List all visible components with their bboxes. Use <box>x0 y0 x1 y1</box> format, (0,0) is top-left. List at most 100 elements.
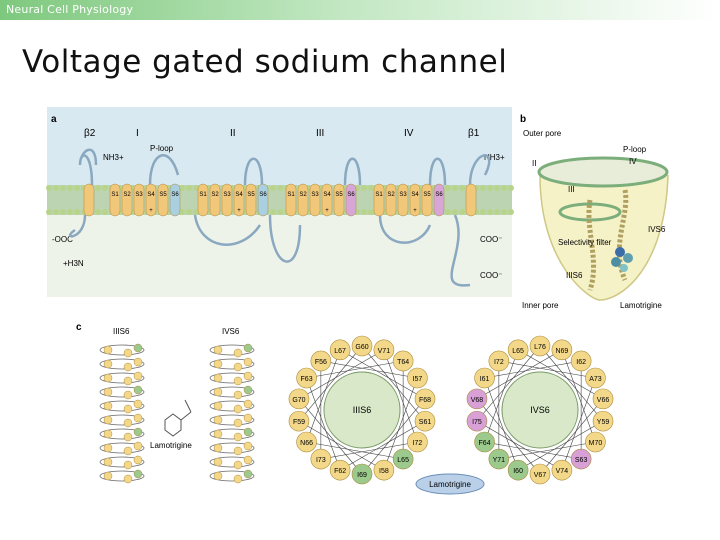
helix-residue <box>213 387 223 397</box>
helix-residue <box>243 413 253 423</box>
segment-label: S5 <box>423 192 431 198</box>
ivs6-label-b: IVS6 <box>648 225 666 234</box>
wheel-residue-label: F62 <box>334 468 346 475</box>
segment-bar <box>385 183 397 217</box>
wheel-residue-label: V68 <box>471 397 484 404</box>
segment-label: S1 <box>111 192 119 198</box>
helix-residue <box>103 429 113 439</box>
s4-charges: + <box>149 208 153 214</box>
lipid-head <box>179 209 185 215</box>
wheel-residue-label: I61 <box>480 376 490 383</box>
segment-bar <box>197 183 209 217</box>
lipid-head <box>445 185 451 191</box>
lipid-head <box>480 185 486 191</box>
wheel-residue-label: F56 <box>315 359 327 366</box>
segment-bar <box>297 183 309 217</box>
wheel-residue <box>507 459 529 481</box>
wheel-center-label: IIIS6 <box>353 405 372 415</box>
domain-label-b2: β2 <box>84 128 96 139</box>
wheel-residue <box>570 448 592 470</box>
helix-residue <box>213 429 223 439</box>
lipid-head <box>74 209 80 215</box>
beta1-segment <box>465 183 477 217</box>
helix-residue <box>123 404 133 414</box>
segment-bar <box>157 183 169 217</box>
helix-residue <box>213 415 223 425</box>
wheel-residue-label: N69 <box>555 348 568 355</box>
wheel-residue <box>529 463 551 485</box>
segment-label: S1 <box>199 192 207 198</box>
helix-residue <box>123 432 133 442</box>
outer-pore-label: Outer pore <box>523 129 562 138</box>
wheel-residue-label: L65 <box>512 348 524 355</box>
wheel-residue <box>474 431 495 453</box>
lipid-head <box>67 185 73 191</box>
lipid-head <box>270 209 276 215</box>
domain-iii-label-b: III <box>568 185 575 194</box>
lipid-head <box>501 185 507 191</box>
segment-label: S1 <box>287 192 295 198</box>
domain-label-ii: II <box>230 128 236 139</box>
helix-residue <box>213 401 223 411</box>
panel-c: c IIIS6 IVS6 Lamotrigine IIIS6G60V71T64I… <box>76 322 614 495</box>
helical-wheels: IIIS6G60V71T64I57F68S61I72L65I58I69F62I7… <box>288 335 614 485</box>
wheel-residue <box>466 410 488 432</box>
helix-residue <box>123 362 133 372</box>
s4-charges: + <box>325 208 329 214</box>
helix-residue <box>123 474 133 484</box>
segment-bar <box>245 183 257 217</box>
segment-bar <box>321 183 333 217</box>
wheel-residue-label: M70 <box>589 440 603 447</box>
wheel-residue <box>310 448 332 470</box>
helix-residue <box>133 399 143 409</box>
helix-residue <box>233 376 243 386</box>
wheel-residue <box>507 339 529 361</box>
lipid-head <box>361 209 367 215</box>
helix-residue <box>103 471 113 481</box>
wheel-residue <box>288 388 310 410</box>
h3n-label: +H3N <box>63 259 84 268</box>
helix-residue <box>243 371 253 381</box>
lipid-head <box>193 209 199 215</box>
ploop-label-b: P-loop <box>623 145 647 154</box>
helix-residue <box>133 371 143 381</box>
lipid-head <box>508 209 514 215</box>
segment-label: S4 <box>235 192 243 198</box>
helix-residue <box>103 345 113 355</box>
helix-residue <box>123 348 133 358</box>
helix-residue <box>233 404 243 414</box>
panel-c-letter: c <box>76 322 82 333</box>
wheel-residue <box>296 367 317 389</box>
wheel-residue <box>585 367 606 389</box>
wheel-residue-label: Y71 <box>493 457 506 464</box>
segment-label: S5 <box>159 192 167 198</box>
beta2-segment <box>83 183 95 217</box>
panel-b-letter: b <box>520 114 526 125</box>
wheel-residue <box>392 350 414 372</box>
wheel-residue-label: G60 <box>355 344 368 351</box>
wheel-residue-label: V71 <box>378 348 391 355</box>
helix-residue <box>213 359 223 369</box>
helix-residue <box>213 345 223 355</box>
wheel-residue <box>329 339 351 361</box>
wheel-residue-label: A73 <box>589 376 602 383</box>
helix-residue <box>233 348 243 358</box>
wheel-residue <box>585 431 606 453</box>
lipid-head <box>102 209 108 215</box>
helix-residue <box>233 390 243 400</box>
helix-residue <box>243 455 253 465</box>
wheel-residue-label: I72 <box>494 359 504 366</box>
helix-residue <box>233 460 243 470</box>
lipid-head <box>67 209 73 215</box>
nh3-label-right: NH3+ <box>484 153 505 162</box>
ploop-label-a: P-loop <box>150 144 174 153</box>
helix-residue <box>133 427 143 437</box>
wheel-residue <box>329 459 351 481</box>
helix-residue <box>233 474 243 484</box>
wheel-residue <box>570 350 592 372</box>
wheel-residue <box>474 367 495 389</box>
helix-residue <box>213 457 223 467</box>
segment-bar <box>333 183 345 217</box>
wheel-residue-label: F63 <box>301 376 313 383</box>
